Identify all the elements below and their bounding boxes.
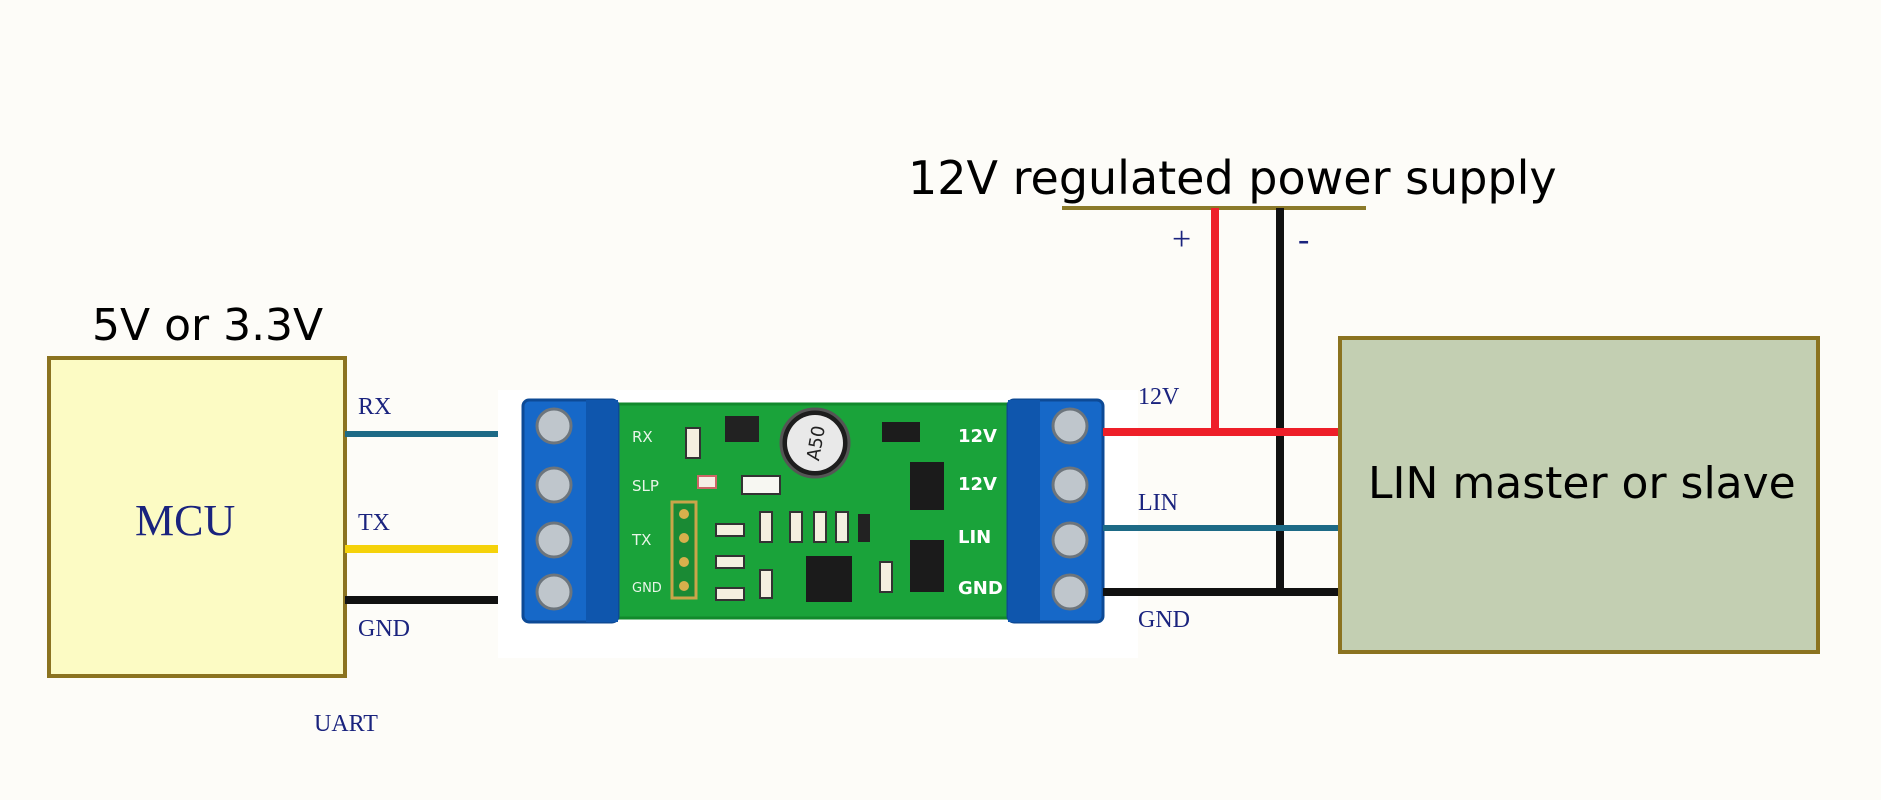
resistor-component xyxy=(759,511,773,543)
pcb-pin-12v-a: 12V xyxy=(958,426,997,447)
terminal-screw xyxy=(1051,407,1089,445)
terminal-screw xyxy=(535,573,573,611)
pcb-pin-gnd: GND xyxy=(632,581,662,596)
mcu-tx-label: TX xyxy=(358,510,390,536)
terminal-screw xyxy=(1051,521,1089,559)
resistor-component xyxy=(835,511,849,543)
diode-component xyxy=(858,514,870,542)
lin-side-gnd-label: GND xyxy=(1138,607,1190,633)
mcu-gnd-label: GND xyxy=(358,616,410,642)
diode-component xyxy=(910,540,944,592)
terminal-screw xyxy=(1051,573,1089,611)
smd-capacitor xyxy=(741,475,781,495)
pcb-pin-gnd-right: GND xyxy=(958,578,1003,599)
resistor-component xyxy=(759,569,773,599)
pcb-pin-tx: TX xyxy=(631,531,651,549)
mcu-voltage-label: 5V or 3.3V xyxy=(92,300,323,351)
left-terminal-block xyxy=(521,398,620,624)
lin-side-12v-label: 12V xyxy=(1138,384,1180,410)
lin-device-box xyxy=(1338,336,1820,654)
uart-label: UART xyxy=(314,711,378,737)
resistor-component xyxy=(879,561,893,593)
resistor-component xyxy=(715,587,745,601)
mcu-rx-label: RX xyxy=(358,394,391,420)
minus-sign: - xyxy=(1298,221,1309,258)
resistor-component xyxy=(813,511,827,543)
pcb-pin-rx: RX xyxy=(632,428,653,446)
diode-component xyxy=(882,422,920,442)
diode-component xyxy=(910,462,944,510)
resistor-component xyxy=(685,427,701,459)
pcb-pin-lin: LIN xyxy=(958,527,991,548)
mcu-label: MCU xyxy=(135,496,235,545)
mcu-box xyxy=(47,356,347,678)
lin-device-label: LIN master or slave xyxy=(1368,458,1796,509)
regulator-component xyxy=(725,416,759,442)
power-supply-label: 12V regulated power supply xyxy=(908,151,1557,205)
right-terminal-block xyxy=(1006,398,1105,624)
pcb-pin-12v-b: 12V xyxy=(958,474,997,495)
pcb-pin-slp: SLP xyxy=(632,477,659,495)
resistor-component xyxy=(715,523,745,537)
terminal-screw xyxy=(1051,466,1089,504)
terminal-screw xyxy=(535,466,573,504)
resistor-component xyxy=(789,511,803,543)
plus-sign: + xyxy=(1172,221,1191,258)
resistor-component xyxy=(715,555,745,569)
lin-side-lin-label: LIN xyxy=(1138,490,1178,516)
terminal-screw xyxy=(535,521,573,559)
ic-chip xyxy=(806,556,852,602)
led-component xyxy=(697,475,717,489)
lin-module: RX SLP TX GND 12V 12V LIN GND A50 xyxy=(498,390,1138,658)
terminal-screw xyxy=(535,407,573,445)
